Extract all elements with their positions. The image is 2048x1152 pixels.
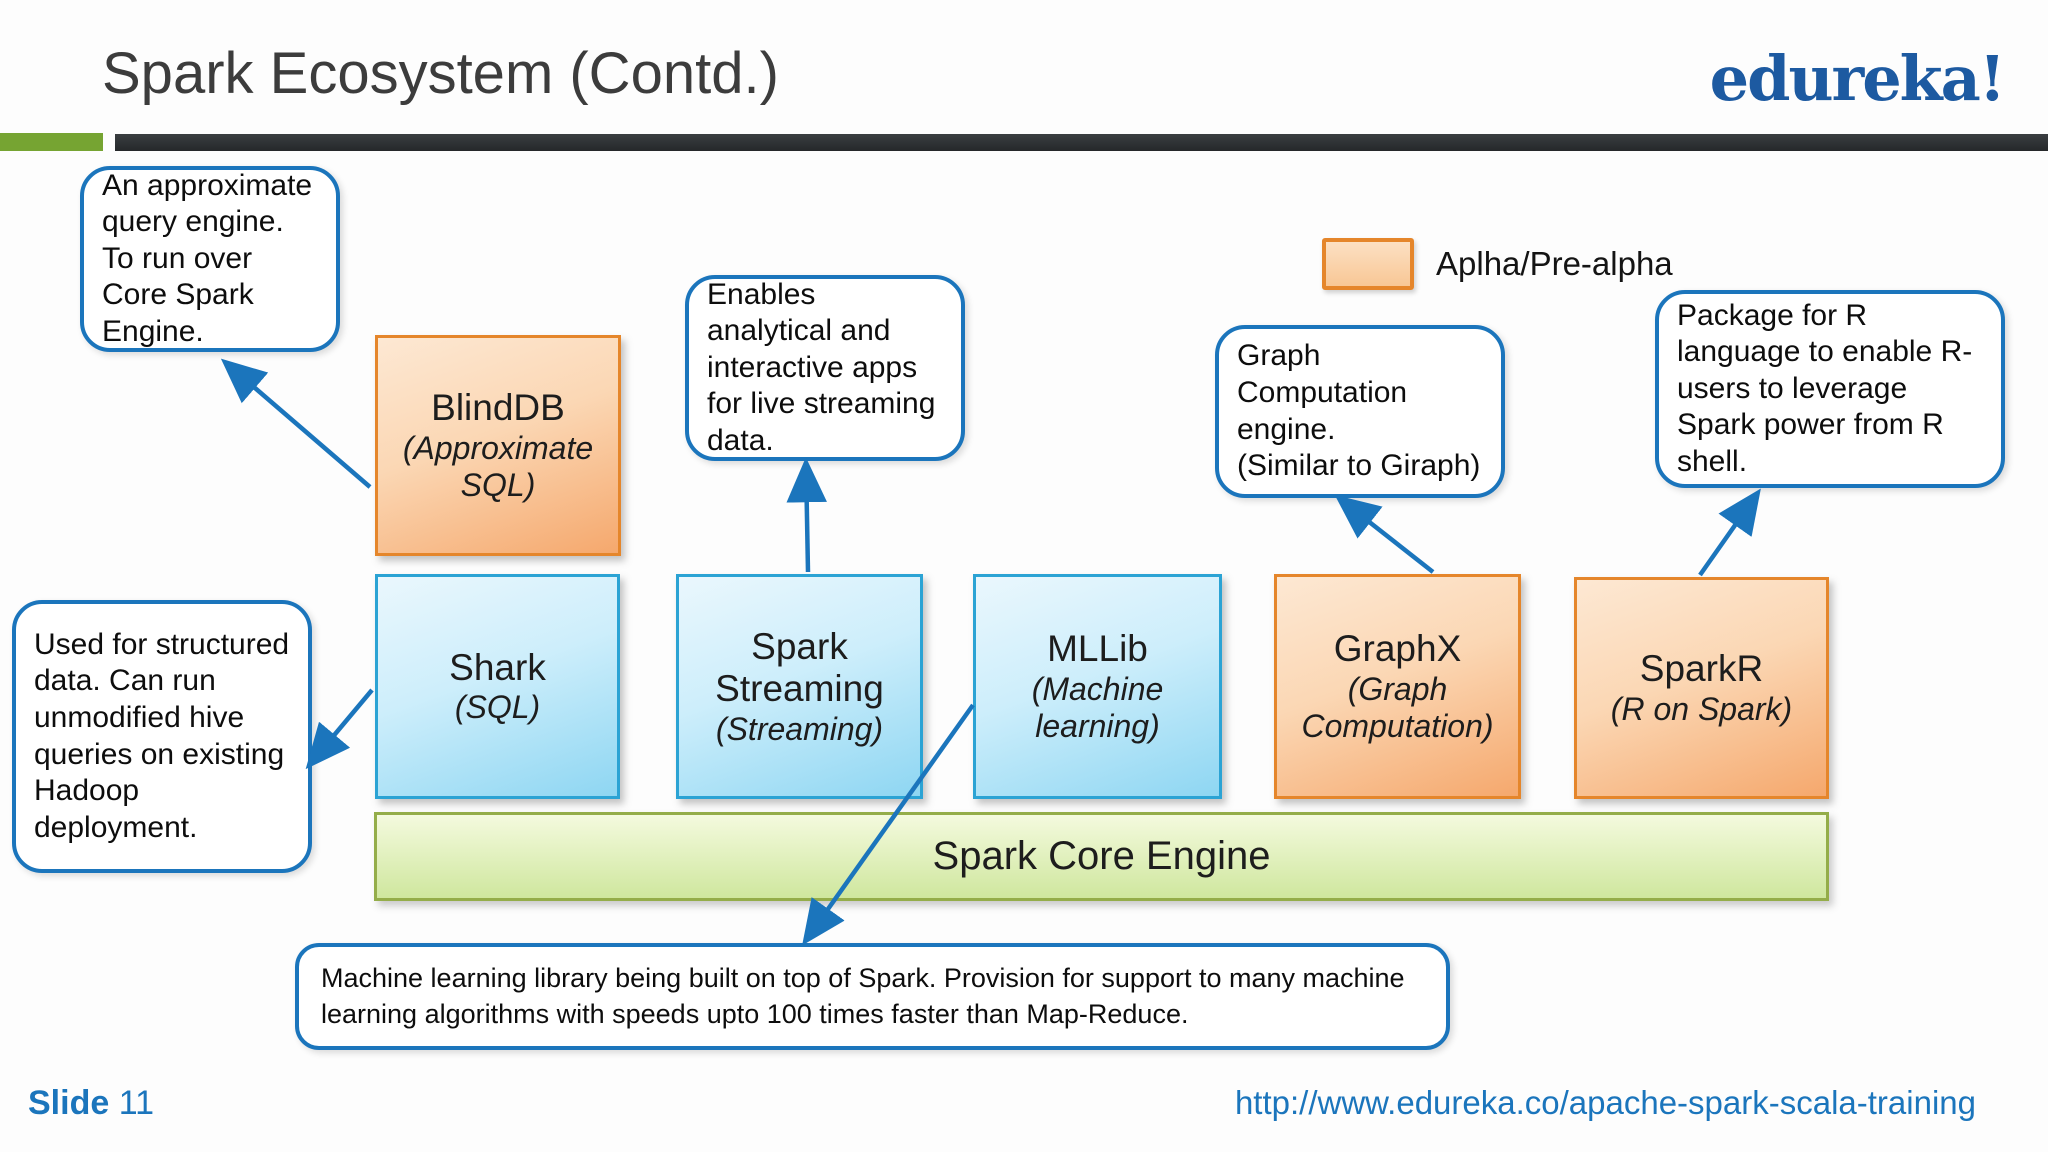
box-spark-streaming: Spark Streaming (Streaming) [676, 574, 923, 799]
legend-swatch-orange [1322, 238, 1414, 290]
callout-sparkr: Package for R language to enable R-users… [1655, 290, 2005, 488]
callout-graphx-text: Graph Computation engine. (Similar to Gi… [1237, 339, 1481, 483]
callout-blinddb-text: An approximate query engine. To run over… [102, 168, 313, 348]
spark-core-engine-bar: Spark Core Engine [374, 812, 1829, 901]
box-sparkr-sub: (R on Spark) [1610, 690, 1793, 727]
box-shark-sub: (SQL) [454, 689, 541, 726]
slide-number: Slide 11 [28, 1084, 154, 1123]
box-spark-streaming-name: Spark Streaming [715, 625, 884, 710]
box-blinddb-name: BlindDB [431, 387, 565, 429]
arrow-shark-to-callout [305, 688, 374, 770]
slide-number-value: 11 [118, 1084, 154, 1122]
arrow-streaming-to-callout [786, 457, 827, 573]
box-graphx-name: GraphX [1333, 628, 1462, 670]
box-shark-name: Shark [449, 646, 546, 688]
box-spark-streaming-sub: (Streaming) [715, 710, 884, 747]
header-divider-bar [115, 134, 2048, 151]
box-graphx: GraphX (Graph Computation) [1274, 574, 1521, 799]
callout-shark-text: Used for structured data. Can run unmodi… [34, 627, 290, 844]
edureka-logo: edureka! [1709, 42, 2006, 115]
slide-number-label: Slide [28, 1084, 110, 1122]
arrow-blinddb-to-callout [220, 358, 372, 489]
page-title: Spark Ecosystem (Contd.) [102, 41, 779, 106]
box-mllib: MLLib (Machine learning) [973, 574, 1222, 799]
legend-label: Aplha/Pre-alpha [1436, 245, 1673, 282]
box-blinddb: BlindDB (Approximate SQL) [375, 335, 621, 556]
box-shark: Shark (SQL) [375, 574, 620, 799]
box-sparkr-name: SparkR [1639, 648, 1764, 690]
box-blinddb-sub: (Approximate SQL) [402, 429, 594, 503]
callout-graphx: Graph Computation engine. (Similar to Gi… [1215, 325, 1505, 498]
callout-sparkr-text: Package for R language to enable R-users… [1677, 298, 1973, 478]
box-sparkr: SparkR (R on Spark) [1574, 577, 1829, 799]
arrow-graphx-to-callout [1334, 494, 1435, 574]
callout-shark: Used for structured data. Can run unmodi… [12, 600, 312, 873]
arrow-sparkr-to-callout [1698, 488, 1761, 577]
accent-bar-green [0, 133, 103, 151]
footer-link[interactable]: http://www.edureka.co/apache-spark-scala… [1234, 1084, 1976, 1121]
legend: Aplha/Pre-alpha [1322, 238, 1673, 290]
callout-streaming-text: Enables analytical and interactive apps … [707, 277, 936, 457]
callout-mllib-text: Machine learning library being built on … [321, 963, 1405, 1029]
callout-mllib: Machine learning library being built on … [295, 943, 1450, 1050]
box-mllib-sub: (Machine learning) [1031, 670, 1164, 744]
box-mllib-name: MLLib [1047, 628, 1148, 670]
spark-core-engine-label: Spark Core Engine [932, 834, 1271, 878]
box-graphx-sub: (Graph Computation) [1301, 670, 1494, 744]
callout-blinddb: An approximate query engine. To run over… [80, 166, 340, 352]
callout-streaming: Enables analytical and interactive apps … [685, 275, 965, 461]
